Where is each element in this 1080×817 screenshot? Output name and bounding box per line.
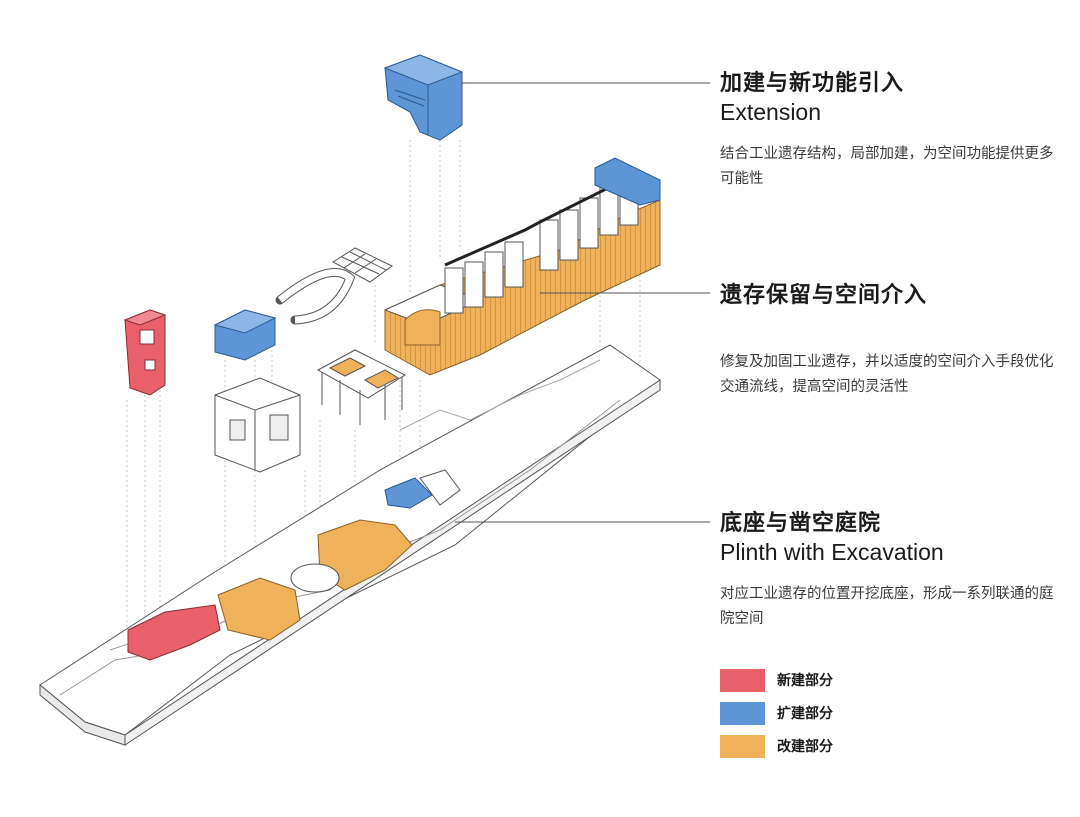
- legend-swatch-new: [720, 668, 765, 692]
- legend-item-renovation: 改建部分: [720, 734, 833, 758]
- silo-top-extension: [594, 157, 661, 206]
- legend-label-new: 新建部分: [777, 673, 833, 689]
- label-extension-desc: 结合工业遗存结构，局部加建，为空间功能提供更多可能性: [720, 146, 1054, 187]
- plinth-extension-area: [384, 469, 461, 509]
- label-extension-title-en: Extension: [720, 99, 822, 125]
- label-plinth-title-en: Plinth with Excavation: [720, 539, 944, 565]
- label-retention-title-cn: 遗存保留与空间介入: [720, 283, 928, 308]
- renovated-frame: [316, 349, 407, 425]
- extension-top-volume: [383, 54, 464, 141]
- label-plinth-desc: 对应工业遗存的位置开挖底座，形成一系列联通的庭院空间: [720, 586, 1054, 627]
- legend-label-renovation: 改建部分: [777, 739, 833, 755]
- silo-catwalk: [444, 170, 641, 267]
- label-retention-desc: 修复及加固工业遗存，并以适度的空间介入手段优化交通流线，提高空间的灵活性: [720, 354, 1054, 395]
- legend-item-new: 新建部分: [720, 668, 833, 692]
- label-retention: 遗存保留与空间介入 修复及加固工业遗存，并以适度的空间介入手段优化交通流线，提高…: [720, 282, 1065, 400]
- extension-box: [213, 309, 277, 361]
- legend-item-extension: 扩建部分: [720, 701, 833, 725]
- legend: 新建部分 扩建部分 改建部分: [720, 668, 833, 767]
- leader-lines: [455, 82, 710, 523]
- retained-building: [214, 377, 301, 473]
- label-extension: 加建与新功能引入 Extension 结合工业遗存结构，局部加建，为空间功能提供…: [720, 70, 1065, 192]
- legend-swatch-renovation: [720, 734, 765, 758]
- legend-swatch-extension: [720, 701, 765, 725]
- arc-element-inner: [277, 268, 355, 324]
- plinth-new-area: [127, 604, 221, 661]
- label-plinth: 底座与凿空庭院 Plinth with Excavation 对应工业遗存的位置…: [720, 510, 1065, 632]
- plinth-renovated-area: [217, 519, 413, 641]
- new-tower: [123, 309, 167, 396]
- label-extension-title-cn: 加建与新功能引入: [720, 71, 905, 96]
- legend-label-extension: 扩建部分: [777, 706, 833, 722]
- grid-roof: [332, 247, 393, 283]
- label-plinth-title-cn: 底座与凿空庭院: [720, 511, 882, 536]
- silos: [444, 174, 639, 314]
